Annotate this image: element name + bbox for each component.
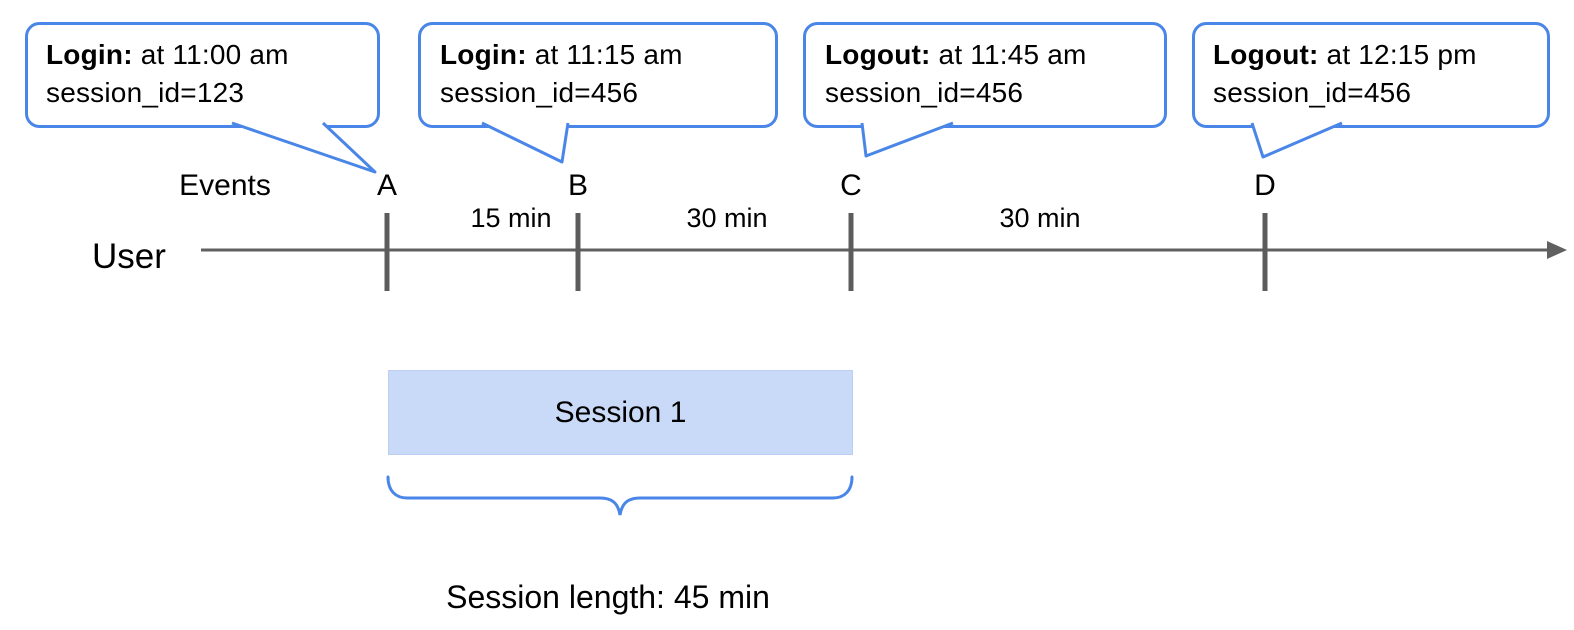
- callout-bubble: [25, 22, 380, 128]
- callout-login-a: Login: at 11:00 am session_id=123: [46, 36, 289, 112]
- callout-line-event: Login: at 11:00 am: [46, 36, 289, 74]
- callout-bubble: [418, 22, 778, 128]
- callout-line-session: session_id=456: [1213, 77, 1412, 108]
- event-time-text: at 11:15 am: [526, 39, 683, 70]
- callout-line-session: session_id=123: [46, 77, 245, 108]
- session-brace: [386, 475, 854, 516]
- tick-label-c: C: [840, 169, 862, 202]
- event-type-label: Login:: [440, 39, 527, 70]
- callout-line-session: session_id=456: [825, 77, 1024, 108]
- callout-bubble: [1192, 22, 1550, 128]
- tick-label-a: A: [376, 169, 398, 202]
- callout-logout-c: Logout: at 11:45 am session_id=456: [825, 36, 1087, 112]
- event-type-label: Logout:: [825, 39, 931, 70]
- interval-label-ab: 15 min: [470, 203, 552, 233]
- interval-label-cd: 30 min: [999, 203, 1081, 233]
- callout-line-event: Logout: at 11:45 am: [825, 36, 1087, 74]
- event-time-text: at 11:00 am: [132, 39, 289, 70]
- tick-label-b: B: [567, 169, 589, 202]
- callout-login-b: Login: at 11:15 am session_id=456: [440, 36, 683, 112]
- tick-label-d: D: [1254, 169, 1276, 202]
- callout-line-session: session_id=456: [440, 77, 639, 108]
- callout-tail: [1250, 121, 1343, 159]
- callout-tail: [231, 121, 377, 174]
- callout-tail: [481, 121, 570, 164]
- interval-label-bc: 30 min: [686, 203, 768, 233]
- callout-logout-d: Logout: at 12:15 pm session_id=456: [1213, 36, 1477, 112]
- event-type-label: Login:: [46, 39, 133, 70]
- callout-line-event: Login: at 11:15 am: [440, 36, 683, 74]
- timeline-arrowhead-icon: [1547, 241, 1567, 259]
- event-time-text: at 12:15 pm: [1318, 39, 1477, 70]
- callout-tail: [860, 121, 954, 158]
- event-time-text: at 11:45 am: [930, 39, 1087, 70]
- session-box-label: Session 1: [554, 395, 687, 429]
- callout-line-event: Logout: at 12:15 pm: [1213, 36, 1477, 74]
- user-row-label: User: [92, 237, 166, 276]
- session-box: Session 1: [388, 370, 853, 455]
- session-length-label: Session length: 45 min: [446, 579, 770, 615]
- events-label: Events: [179, 169, 271, 202]
- callout-bubble: [803, 22, 1167, 128]
- event-type-label: Logout:: [1213, 39, 1319, 70]
